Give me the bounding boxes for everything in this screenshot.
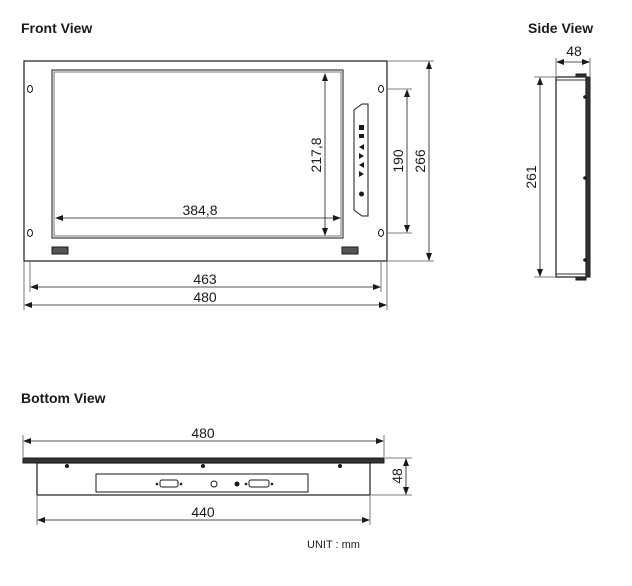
dim-bottom-outer-width: 480 [191, 425, 215, 441]
control-buttons [359, 125, 364, 197]
control-panel-strip [353, 103, 369, 217]
bottom-screw-right [338, 464, 342, 468]
dim-bottom-inner-width: 440 [191, 504, 215, 520]
front-dimension-labels: 384,8 217,8 190 266 463 480 [182, 137, 428, 305]
vga-connector-icon [159, 479, 179, 488]
mount-hole-bottom-left [27, 229, 33, 237]
button-menu-icon [359, 125, 364, 130]
mount-hole-top-right [378, 85, 384, 93]
dim-screen-height: 217,8 [308, 137, 324, 172]
speaker-grill-right [341, 246, 359, 255]
front-screen-outer [51, 69, 344, 239]
button-select-icon [359, 134, 364, 138]
dim-inner-width: 463 [193, 271, 217, 287]
speaker-grill-left [51, 246, 69, 255]
bottom-view-title: Bottom View [21, 390, 106, 406]
front-panel-outline [23, 60, 388, 262]
bottom-front-flange [22, 457, 385, 464]
audio-jack-icon [210, 480, 218, 488]
dim-screen-width: 384,8 [182, 202, 217, 218]
button-down-icon [359, 153, 364, 159]
dim-side-depth: 48 [566, 43, 582, 59]
dim-bottom-depth: 48 [389, 468, 405, 484]
dim-front-height: 266 [412, 149, 428, 173]
side-dimension-labels: 48 261 [523, 43, 582, 189]
side-screw-top [583, 95, 587, 99]
side-top-bracket [575, 73, 587, 78]
bottom-screw-left [65, 464, 69, 468]
bottom-io-panel [95, 473, 309, 493]
bottom-screws [65, 464, 342, 486]
side-screw-bottom [583, 258, 587, 262]
front-dimensions [23, 60, 434, 310]
bottom-body [36, 462, 371, 496]
dim-hole-spacing: 190 [390, 149, 406, 173]
button-right-icon [359, 171, 364, 177]
bottom-view [22, 457, 385, 496]
dvi-connector-icon [248, 479, 270, 488]
power-led-icon [359, 191, 364, 197]
side-screws [583, 95, 587, 262]
side-front-flange [585, 76, 591, 278]
side-view-title: Side View [528, 20, 594, 36]
front-view-title: Front View [21, 20, 93, 36]
dim-outer-width: 480 [193, 289, 217, 305]
side-dimensions [534, 58, 591, 278]
bottom-dimension-labels: 480 440 48 [191, 425, 405, 520]
front-view [23, 60, 388, 262]
side-bottom-bracket [575, 276, 587, 281]
side-body [555, 76, 587, 278]
mount-hole-top-left [27, 85, 33, 93]
dim-side-height: 261 [523, 165, 539, 189]
button-up-icon [359, 144, 364, 150]
side-screw-middle [583, 176, 587, 180]
front-screen-inner [53, 71, 342, 237]
bottom-screw-center [201, 464, 205, 468]
unit-label: UNIT : mm [307, 539, 360, 551]
button-left-icon [359, 162, 364, 168]
power-jack-icon [234, 481, 240, 487]
mount-hole-bottom-right [378, 229, 384, 237]
bottom-dimensions [22, 435, 412, 525]
